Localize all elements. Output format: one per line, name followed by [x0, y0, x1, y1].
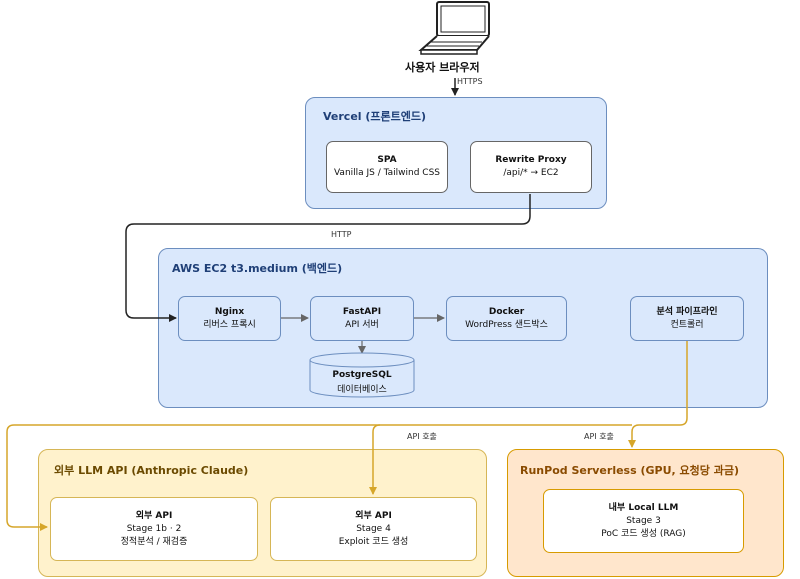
fastapi-node: FastAPI API 서버: [310, 296, 414, 341]
nginx-title: Nginx: [214, 306, 245, 317]
pipeline-node: 분석 파이프라인 컨트롤러: [630, 296, 744, 341]
docker-node: Docker WordPress 샌드박스: [446, 296, 567, 341]
edge-label-http: HTTP: [331, 230, 352, 239]
fastapi-subtitle: API 서버: [345, 319, 379, 330]
edge-pipeline-to-api1: [6, 424, 380, 531]
postgres-subtitle: 데이터베이스: [337, 385, 387, 395]
external-api-1-desc: 정적분석 / 재검증: [120, 536, 188, 547]
local-llm-stage: Stage 3: [626, 515, 661, 526]
nginx-node: Nginx 리버스 프록시: [178, 296, 281, 341]
edge-label-api-call-2: API 호출: [582, 431, 616, 442]
external-api-2-desc: Exploit 코드 생성: [338, 536, 409, 547]
edge-label-https: HTTPS: [457, 77, 483, 86]
nginx-subtitle: 리버스 프록시: [203, 319, 256, 330]
ec2-group-title: AWS EC2 t3.medium (백엔드): [172, 262, 343, 275]
vercel-group-title: Vercel (프론트엔드): [323, 110, 427, 123]
external-api-2-title: 외부 API: [355, 510, 392, 521]
spa-node: SPA Vanilla JS / Tailwind CSS: [326, 141, 448, 193]
postgres-title: PostgreSQL: [332, 370, 392, 380]
local-llm-node: 내부 Local LLM Stage 3 PoC 코드 생성 (RAG): [543, 489, 744, 553]
docker-title: Docker: [488, 306, 525, 317]
pipeline-subtitle: 컨트롤러: [670, 319, 704, 330]
rewrite-proxy-node: Rewrite Proxy /api/* → EC2: [470, 141, 592, 193]
external-api-stage2-node: 외부 API Stage 1b · 2 정적분석 / 재검증: [50, 497, 258, 561]
edge-pipeline-to-runpod: [628, 341, 688, 448]
edge-label-api-call-1: API 호출: [405, 431, 439, 442]
database-icon: [309, 352, 415, 398]
runpod-group-title: RunPod Serverless (GPU, 요청당 과금): [520, 464, 739, 477]
external-api-2-stage: Stage 4: [356, 523, 391, 534]
user-browser-label: 사용자 브라우저: [405, 61, 480, 74]
external-llm-group-title: 외부 LLM API (Anthropic Claude): [54, 464, 249, 477]
external-api-1-stage: Stage 1b · 2: [126, 523, 182, 534]
external-api-stage4-node: 외부 API Stage 4 Exploit 코드 생성: [270, 497, 477, 561]
fastapi-title: FastAPI: [342, 306, 382, 317]
local-llm-desc: PoC 코드 생성 (RAG): [601, 528, 686, 539]
spa-title: SPA: [377, 155, 397, 165]
docker-subtitle: WordPress 샌드박스: [465, 319, 548, 330]
rewrite-proxy-subtitle: /api/* → EC2: [503, 168, 559, 178]
laptop-icon: [418, 1, 490, 55]
rewrite-proxy-title: Rewrite Proxy: [495, 155, 567, 165]
spa-subtitle: Vanilla JS / Tailwind CSS: [333, 168, 441, 178]
edge-rewrite-to-nginx: [125, 194, 531, 322]
external-api-1-title: 외부 API: [135, 510, 173, 521]
local-llm-title: 내부 Local LLM: [608, 502, 679, 513]
pipeline-title: 분석 파이프라인: [656, 306, 718, 317]
